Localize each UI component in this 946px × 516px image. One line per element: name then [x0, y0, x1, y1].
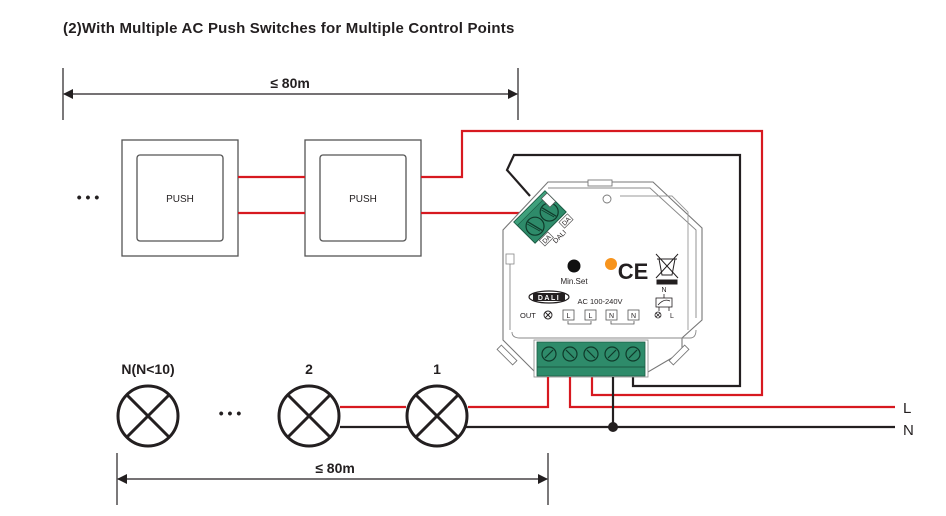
- lamp-label: 1: [433, 361, 441, 377]
- bottom-dimension: ≤ 80m: [116, 453, 549, 505]
- lamp-icon: [405, 384, 469, 448]
- main-terminal-block: [533, 339, 649, 378]
- switch-button: [319, 154, 407, 242]
- switch-label: PUSH: [349, 194, 377, 205]
- lamp: 2: [277, 361, 341, 448]
- mounting-clip: [668, 344, 690, 366]
- top-dimension: ≤ 80m: [62, 68, 519, 120]
- dimmer-symbol-icon: N L: [654, 287, 674, 320]
- svg-text:L: L: [567, 313, 571, 320]
- svg-text:N: N: [661, 287, 666, 294]
- lamp-symbol-icon: [543, 310, 553, 320]
- lamp-label: N(N<10): [121, 361, 174, 377]
- push-switch: PUSH: [304, 139, 422, 257]
- terminal-top-edge: [513, 190, 549, 226]
- min-set-button[interactable]: [567, 259, 581, 273]
- ce-mark-icon: CE: [618, 259, 649, 284]
- lamp: 1: [405, 361, 469, 448]
- status-led-icon: [605, 258, 617, 270]
- lamp-label: 2: [305, 361, 313, 377]
- mounting-clip: [496, 344, 518, 366]
- lamp: N(N<10): [116, 361, 180, 448]
- svg-text:L: L: [670, 313, 674, 320]
- mains-live-label: L: [903, 400, 911, 417]
- bottom-dimension-label: ≤ 80m: [315, 460, 355, 476]
- lamp-icon: [116, 384, 180, 448]
- live-wire-loop: [421, 129, 764, 397]
- terminal-tag: [558, 213, 574, 229]
- dali-terminal-label: DA: [561, 216, 573, 228]
- lamp-ellipsis: • • •: [219, 405, 242, 421]
- terminal-tag: [538, 231, 554, 247]
- dali-terminal-label: DA: [541, 233, 553, 245]
- terminal-labels: L L N N: [562, 309, 640, 325]
- top-dimension-label: ≤ 80m: [270, 75, 310, 91]
- svg-text:N: N: [609, 313, 614, 320]
- live-wire-out: [468, 377, 550, 409]
- housing-tab: [587, 179, 613, 187]
- lamp-icon: [277, 384, 341, 448]
- mains-live-wire: [568, 377, 895, 409]
- housing-slot: [505, 253, 515, 265]
- housing-inner-edge: [548, 187, 697, 318]
- switch-ellipsis: • • •: [77, 189, 100, 205]
- dali-controller: DA DALI DA Min.Set CE DALI: [496, 179, 703, 378]
- svg-text:L: L: [589, 313, 593, 320]
- switch-label: PUSH: [166, 194, 194, 205]
- dali-terminal-block: DA DALI: [513, 190, 568, 247]
- dali-logo: DALI: [528, 290, 570, 304]
- mains-neutral-label: N: [903, 422, 914, 439]
- switch-wiring: [238, 129, 764, 397]
- terminal-tag: [540, 192, 557, 208]
- dali-logo-text: DALI: [538, 295, 560, 302]
- svg-text:N: N: [631, 313, 636, 320]
- housing-hole: [602, 194, 612, 204]
- out-label: OUT: [520, 311, 536, 320]
- voltage-rating: AC 100-240V: [577, 297, 622, 306]
- diagram-title: (2)With Multiple AC Push Switches for Mu…: [63, 20, 515, 37]
- junction-dot: [608, 422, 618, 432]
- weee-bin-icon: [655, 253, 679, 285]
- neutral-wire-loop: [505, 153, 742, 388]
- switch-button: [136, 154, 224, 242]
- push-switch: PUSH: [121, 139, 239, 257]
- housing-inner-bottom: [511, 329, 697, 339]
- housing-channel: [620, 195, 689, 330]
- min-set-label: Min.Set: [560, 277, 588, 286]
